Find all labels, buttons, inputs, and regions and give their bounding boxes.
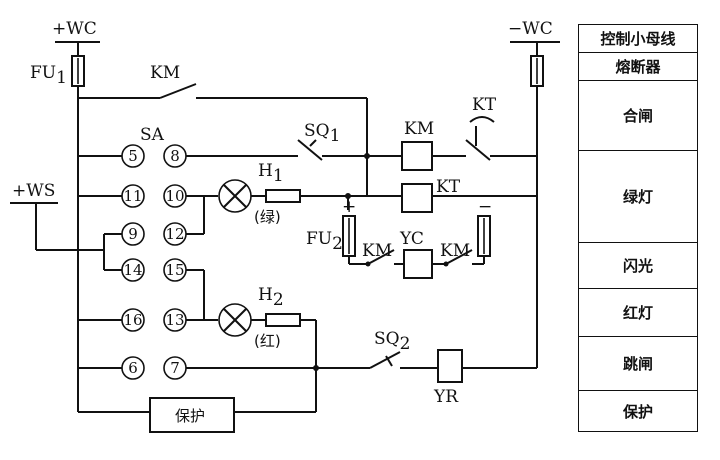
terminal-11 — [121, 184, 145, 208]
minus-wc-label: −WC — [508, 19, 553, 39]
km-top-label: KM — [150, 63, 180, 83]
fu1-label: FU1 — [30, 63, 67, 88]
km-right-contact — [445, 249, 473, 265]
yc-coil — [403, 249, 433, 279]
svg-text:12: 12 — [165, 225, 184, 243]
svg-text:16: 16 — [123, 311, 142, 329]
svg-text:14: 14 — [123, 261, 142, 279]
terminal-9 — [121, 222, 145, 246]
plus-wc-label: +WC — [52, 19, 97, 39]
yr-coil — [437, 349, 463, 383]
plus-ws-label: +WS — [12, 181, 55, 201]
svg-text:5: 5 — [128, 147, 138, 165]
protection-label: 保护 — [175, 407, 205, 425]
terminal-6 — [121, 356, 145, 380]
svg-text:6: 6 — [128, 359, 138, 377]
svg-text:13: 13 — [165, 311, 184, 329]
svg-text:9: 9 — [128, 225, 138, 243]
km-top-contact — [159, 83, 197, 99]
fu2-plus: + — [342, 197, 356, 217]
h1-label: H1 — [258, 161, 284, 186]
h2-color-label: (红) — [254, 332, 281, 350]
h2-label: H2 — [258, 285, 284, 310]
km-coil — [401, 141, 433, 171]
legend-trip: 跳闸 — [579, 337, 697, 391]
legend-table: 控制小母线 熔断器 合闸 绿灯 闪光 红灯 跳闸 保护 — [578, 24, 698, 432]
km-coil-label: KM — [404, 119, 434, 139]
svg-text:7: 7 — [170, 359, 180, 377]
legend-flash: 闪光 — [579, 243, 697, 289]
sq1-contact — [297, 139, 323, 161]
sa-label: SA — [140, 125, 165, 145]
protection-box — [149, 397, 235, 433]
h1-resistor — [265, 189, 301, 203]
sq2-contact — [369, 351, 401, 369]
sq2-label: SQ2 — [374, 329, 410, 354]
kt-coil — [401, 183, 433, 213]
h2-resistor — [265, 313, 301, 327]
legend-fuse: 熔断器 — [579, 53, 697, 81]
kt-coil-label: KT — [436, 177, 461, 197]
fu2-label: FU2 — [306, 229, 343, 254]
legend-red-lamp: 红灯 — [579, 289, 697, 337]
h1-color-label: (绿) — [254, 208, 281, 226]
kt-contact — [465, 139, 491, 161]
km-right-label: KM — [440, 241, 470, 261]
legend-green-lamp: 绿灯 — [579, 151, 697, 243]
legend-protection: 保护 — [622, 402, 653, 421]
km-left-contact — [367, 249, 395, 265]
legend-close: 合闸 — [579, 81, 697, 151]
kt-contact-label: KT — [472, 95, 497, 115]
svg-text:11: 11 — [123, 187, 142, 205]
svg-text:8: 8 — [170, 147, 180, 165]
node-367-156 — [364, 153, 370, 159]
svg-text:10: 10 — [165, 187, 184, 205]
km-left-label: KM — [362, 241, 392, 261]
svg-text:15: 15 — [165, 261, 184, 279]
terminal-5 — [121, 144, 145, 168]
sq1-label: SQ1 — [304, 121, 340, 146]
fu2-minus: − — [478, 197, 492, 217]
legend-control-bus: 控制小母线 — [579, 25, 697, 53]
yr-label: YR — [433, 387, 459, 407]
yc-label: YC — [399, 229, 424, 249]
terminal-14 — [121, 258, 145, 282]
terminal-16 — [121, 308, 145, 332]
